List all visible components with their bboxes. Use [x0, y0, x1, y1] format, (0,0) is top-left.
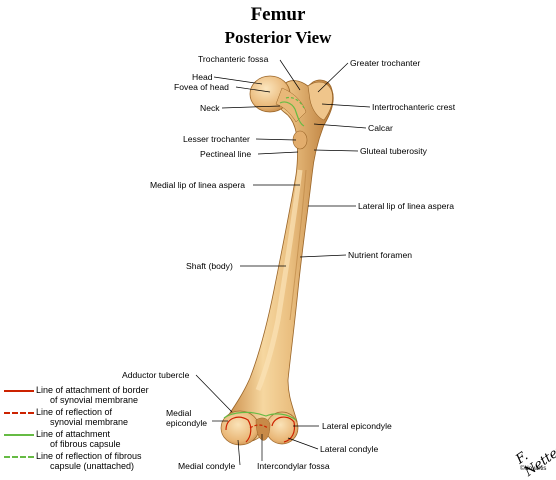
label-nutrient-foramen: Nutrient foramen	[348, 250, 413, 260]
label-lateral-lip-linea-aspera: Lateral lip of linea aspera	[358, 201, 455, 211]
legend-text: of synovial membrane	[50, 395, 139, 405]
legend-swatch	[4, 412, 34, 414]
label-gluteal-tuberosity: Gluteal tuberosity	[360, 146, 427, 156]
label-head: Head	[192, 72, 213, 82]
label-intercondylar-fossa: Intercondylar fossa	[257, 461, 330, 471]
label-intertrochanteric-crest: Intertrochanteric crest	[372, 102, 456, 112]
intercondylar-fossa	[255, 417, 271, 441]
legend-text: synovial membrane	[50, 417, 129, 427]
greater-trochanter	[307, 81, 333, 121]
label-neck: Neck	[200, 103, 220, 113]
label-lesser-trochanter: Lesser trochanter	[183, 134, 250, 144]
label-medial-epicondyle-line2: epicondyle	[166, 418, 208, 428]
label-medial-epicondyle-line1: Medial	[166, 408, 192, 418]
page-title: Femur	[250, 4, 306, 25]
label-adductor-tubercle: Adductor tubercle	[122, 370, 190, 380]
leader-lines	[195, 59, 371, 466]
label-greater-trochanter: Greater trochanter	[350, 58, 421, 68]
legend-text: Line of reflection of	[36, 407, 113, 417]
label-trochanteric-fossa: Trochanteric fossa	[198, 54, 269, 64]
legend-text: capsule (unattached)	[50, 461, 135, 471]
legend-swatch	[4, 434, 34, 436]
legend-swatch	[4, 456, 34, 458]
legend-text: Line of reflection of fibrous	[36, 451, 142, 461]
label-lateral-condyle: Lateral condyle	[320, 444, 379, 454]
copyright-notice: ©Novartis	[520, 466, 547, 472]
legend-swatch	[4, 390, 34, 392]
label-shaft: Shaft (body)	[186, 261, 233, 271]
label-fovea-of-head: Fovea of head	[174, 82, 229, 92]
legend-text: of fibrous capsule	[50, 439, 121, 449]
label-pectineal-line: Pectineal line	[200, 149, 252, 159]
legend-text: Line of attachment	[36, 429, 111, 439]
label-calcar: Calcar	[368, 123, 393, 133]
legend-text: Line of attachment of border	[36, 385, 149, 395]
label-lateral-epicondyle: Lateral epicondyle	[322, 421, 392, 431]
label-medial-lip-linea-aspera: Medial lip of linea aspera	[150, 180, 246, 190]
label-medial-condyle: Medial condyle	[178, 461, 236, 471]
page-subtitle: Posterior View	[224, 28, 332, 47]
